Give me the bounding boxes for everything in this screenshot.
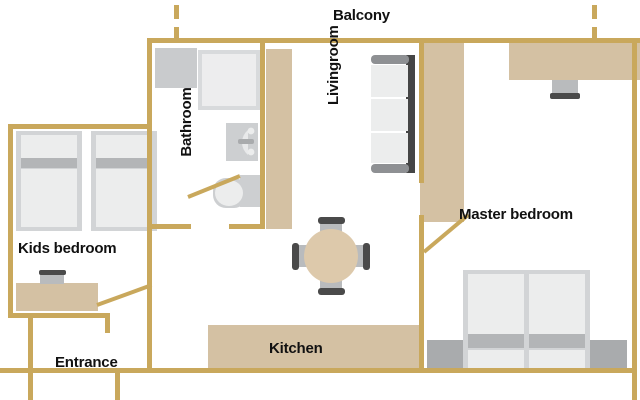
bathroom-door-leaf [187,174,241,199]
kids-bedroom-desk [16,283,98,311]
room-label-entrance: Entrance [55,354,118,371]
kids-bed-1-pillow [21,135,77,158]
room-label-bathroom: Bathroom [178,87,195,157]
dining-chair-north-back [318,217,345,224]
kids-bedroom-desk-chair-back [39,270,66,275]
wall-entrance-right [105,313,110,333]
bathroom-washbasin-tap-right [247,148,255,156]
master-bedroom-desk-chair-back [550,93,580,99]
balcony-opening-left-dash-2 [174,27,179,40]
room-label-kitchen: Kitchen [269,340,323,357]
master-nightstand-right [583,340,627,369]
wall-top-main [147,38,640,43]
livingroom-sofa-cushion-1 [371,65,408,97]
wall-kids-right-upper [147,124,152,239]
bathroom-washbasin-faucet [238,139,254,144]
master-bedroom-door-leaf [422,213,470,254]
dining-chair-west-back [292,243,299,270]
balcony-opening-right-dash-2 [592,27,597,40]
wall-livingroom-bottom-left [147,228,152,373]
balcony-opening-right-dash-1 [592,5,597,19]
dining-table [304,229,358,283]
wall-bathroom-bottom-left [147,224,191,229]
wall-entrance-left [28,313,33,400]
master-bedroom-desk [509,42,640,80]
wall-entrance-lower-vert [115,368,120,400]
master-bed-mattress-left [468,274,524,340]
walls [0,5,640,400]
kids-bed-2-blanket-edge [96,158,152,168]
wall-kitchen-bottom [115,368,424,373]
wall-kids-top [8,124,152,129]
livingroom-sofa-armrest-bottom [371,164,409,173]
wall-bathroom-right [260,43,265,229]
wall-bathroom-bottom-right [229,224,265,229]
kids-bed-1-mattress [21,169,77,227]
master-bed-mattress-right [529,274,585,340]
livingroom-sofa-armrest-top [371,55,409,64]
master-bedroom-wardrobe [420,42,464,222]
dining-chair-south-back [318,288,345,295]
bathroom-toilet-bowl [215,180,243,206]
master-bed-pillow-right [529,334,585,348]
wall-master-left-upper [419,38,424,183]
wall-master-left-lower [419,215,424,373]
room-label-livingroom: Livingroom [325,25,342,105]
kitchen-counter [208,325,422,372]
kids-bed-1-blanket-edge [21,158,77,168]
balcony-opening-left-dash-1 [174,5,179,19]
kids-bed-2-pillow [96,135,152,158]
dining-chair-east-back [363,243,370,270]
kids-bedroom-desk-chair-seat [40,273,64,284]
livingroom-sideboard-cabinet [266,49,292,229]
wall-master-right [632,38,637,400]
wall-entrance-top [28,313,110,318]
bathroom-bathtub [155,48,197,88]
bathroom-washbasin-tap-left [247,127,255,135]
room-label-balcony: Balcony [333,7,390,24]
wall-kids-left [8,124,13,318]
bathroom-shower-tray-inner [202,54,256,106]
wall-master-bottom [419,368,637,373]
master-bed-pillow-left [468,334,524,348]
livingroom-sofa-cushion-3 [371,133,408,163]
kids-bed-2-mattress [96,169,152,227]
room-label-kids-bedroom: Kids bedroom [18,240,117,257]
livingroom-sofa-back [406,55,415,173]
livingroom-sofa-cushion-2 [371,99,408,131]
master-bed-footboard-right [529,350,585,368]
room-label-master-bedroom: Master bedroom [459,206,573,223]
master-bed-footboard-left [468,350,524,368]
wall-entrance-below [0,368,120,373]
kids-bedroom-door-leaf [96,283,153,307]
master-bedroom-desk-chair-seat [552,80,578,94]
